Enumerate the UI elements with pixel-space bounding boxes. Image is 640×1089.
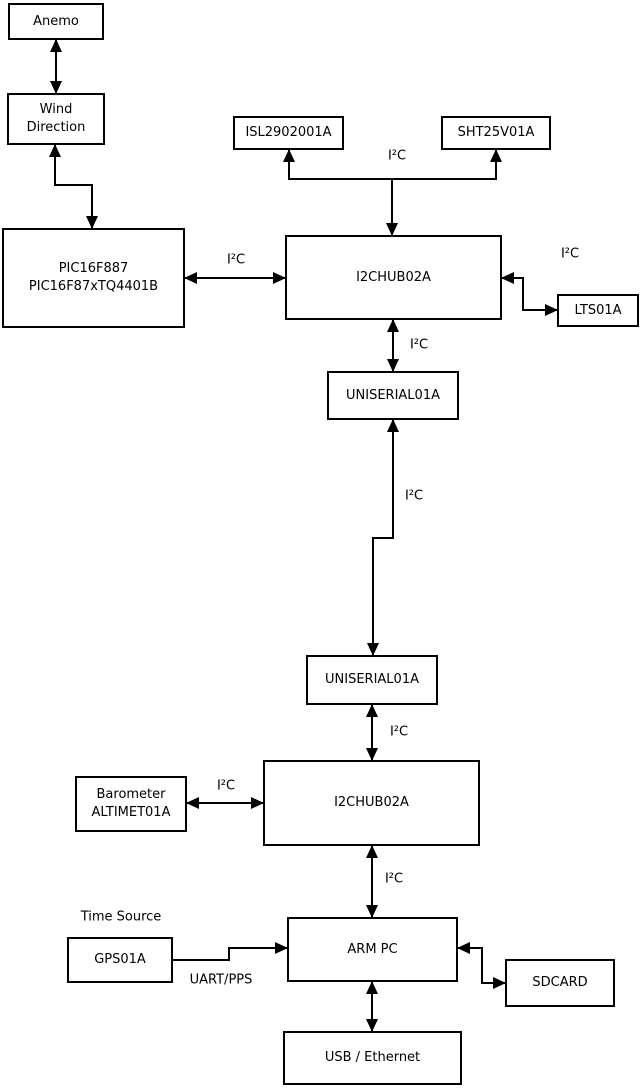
edge-gps-armpc [173, 942, 288, 961]
node-uniserial01a-bottom: UNISERIAL01A [306, 655, 438, 705]
edge-wind-direction-pic [49, 144, 98, 229]
edge-i2chub-top-lts [501, 272, 558, 316]
edge-label-i2c-bus-top: I²C [387, 148, 407, 164]
node-uniserial01a-top: UNISERIAL01A [327, 371, 459, 420]
edge-armpc-sdcard [457, 942, 506, 989]
node-usb-ethernet: USB / Ethernet [283, 1031, 462, 1085]
node-i2chub02a-bottom: I2CHUB02A [263, 760, 480, 846]
edge-label-i2c-hub-uniserial: I²C [409, 337, 429, 353]
edge-label-i2c-hub2-armpc: I²C [384, 871, 404, 887]
edge-uniserial-top-uniserial-bottom [367, 419, 399, 656]
annotation-time-source: Time Source [80, 909, 162, 925]
edge-label-i2c-pic-hub: I²C [226, 252, 246, 268]
edge-label-i2c-uniserial-link: I²C [404, 488, 424, 504]
node-lts01a: LTS01A [557, 294, 639, 327]
node-arm-pc: ARM PC [287, 917, 458, 982]
node-anemo: Anemo [8, 3, 104, 40]
node-wind-direction: Wind Direction [7, 93, 105, 145]
node-gps01a: GPS01A [67, 937, 173, 983]
edge-label-uart-pps: UART/PPS [189, 972, 253, 988]
edge-label-i2c-hub-lts: I²C [560, 246, 580, 262]
node-sht25v01a: SHT25V01A [441, 116, 551, 150]
node-barometer-altimet01a: Barometer ALTIMET01A [75, 776, 187, 832]
node-isl2902001a: ISL2902001A [233, 116, 344, 150]
node-sdcard: SDCARD [505, 959, 615, 1007]
node-i2chub02a-top: I2CHUB02A [285, 235, 502, 320]
edge-label-i2c-uniserial-hub2: I²C [389, 724, 409, 740]
node-pic16f887: PIC16F887 PIC16F87xTQ4401B [2, 228, 185, 328]
edge-label-i2c-barometer-hub2: I²C [216, 778, 236, 794]
